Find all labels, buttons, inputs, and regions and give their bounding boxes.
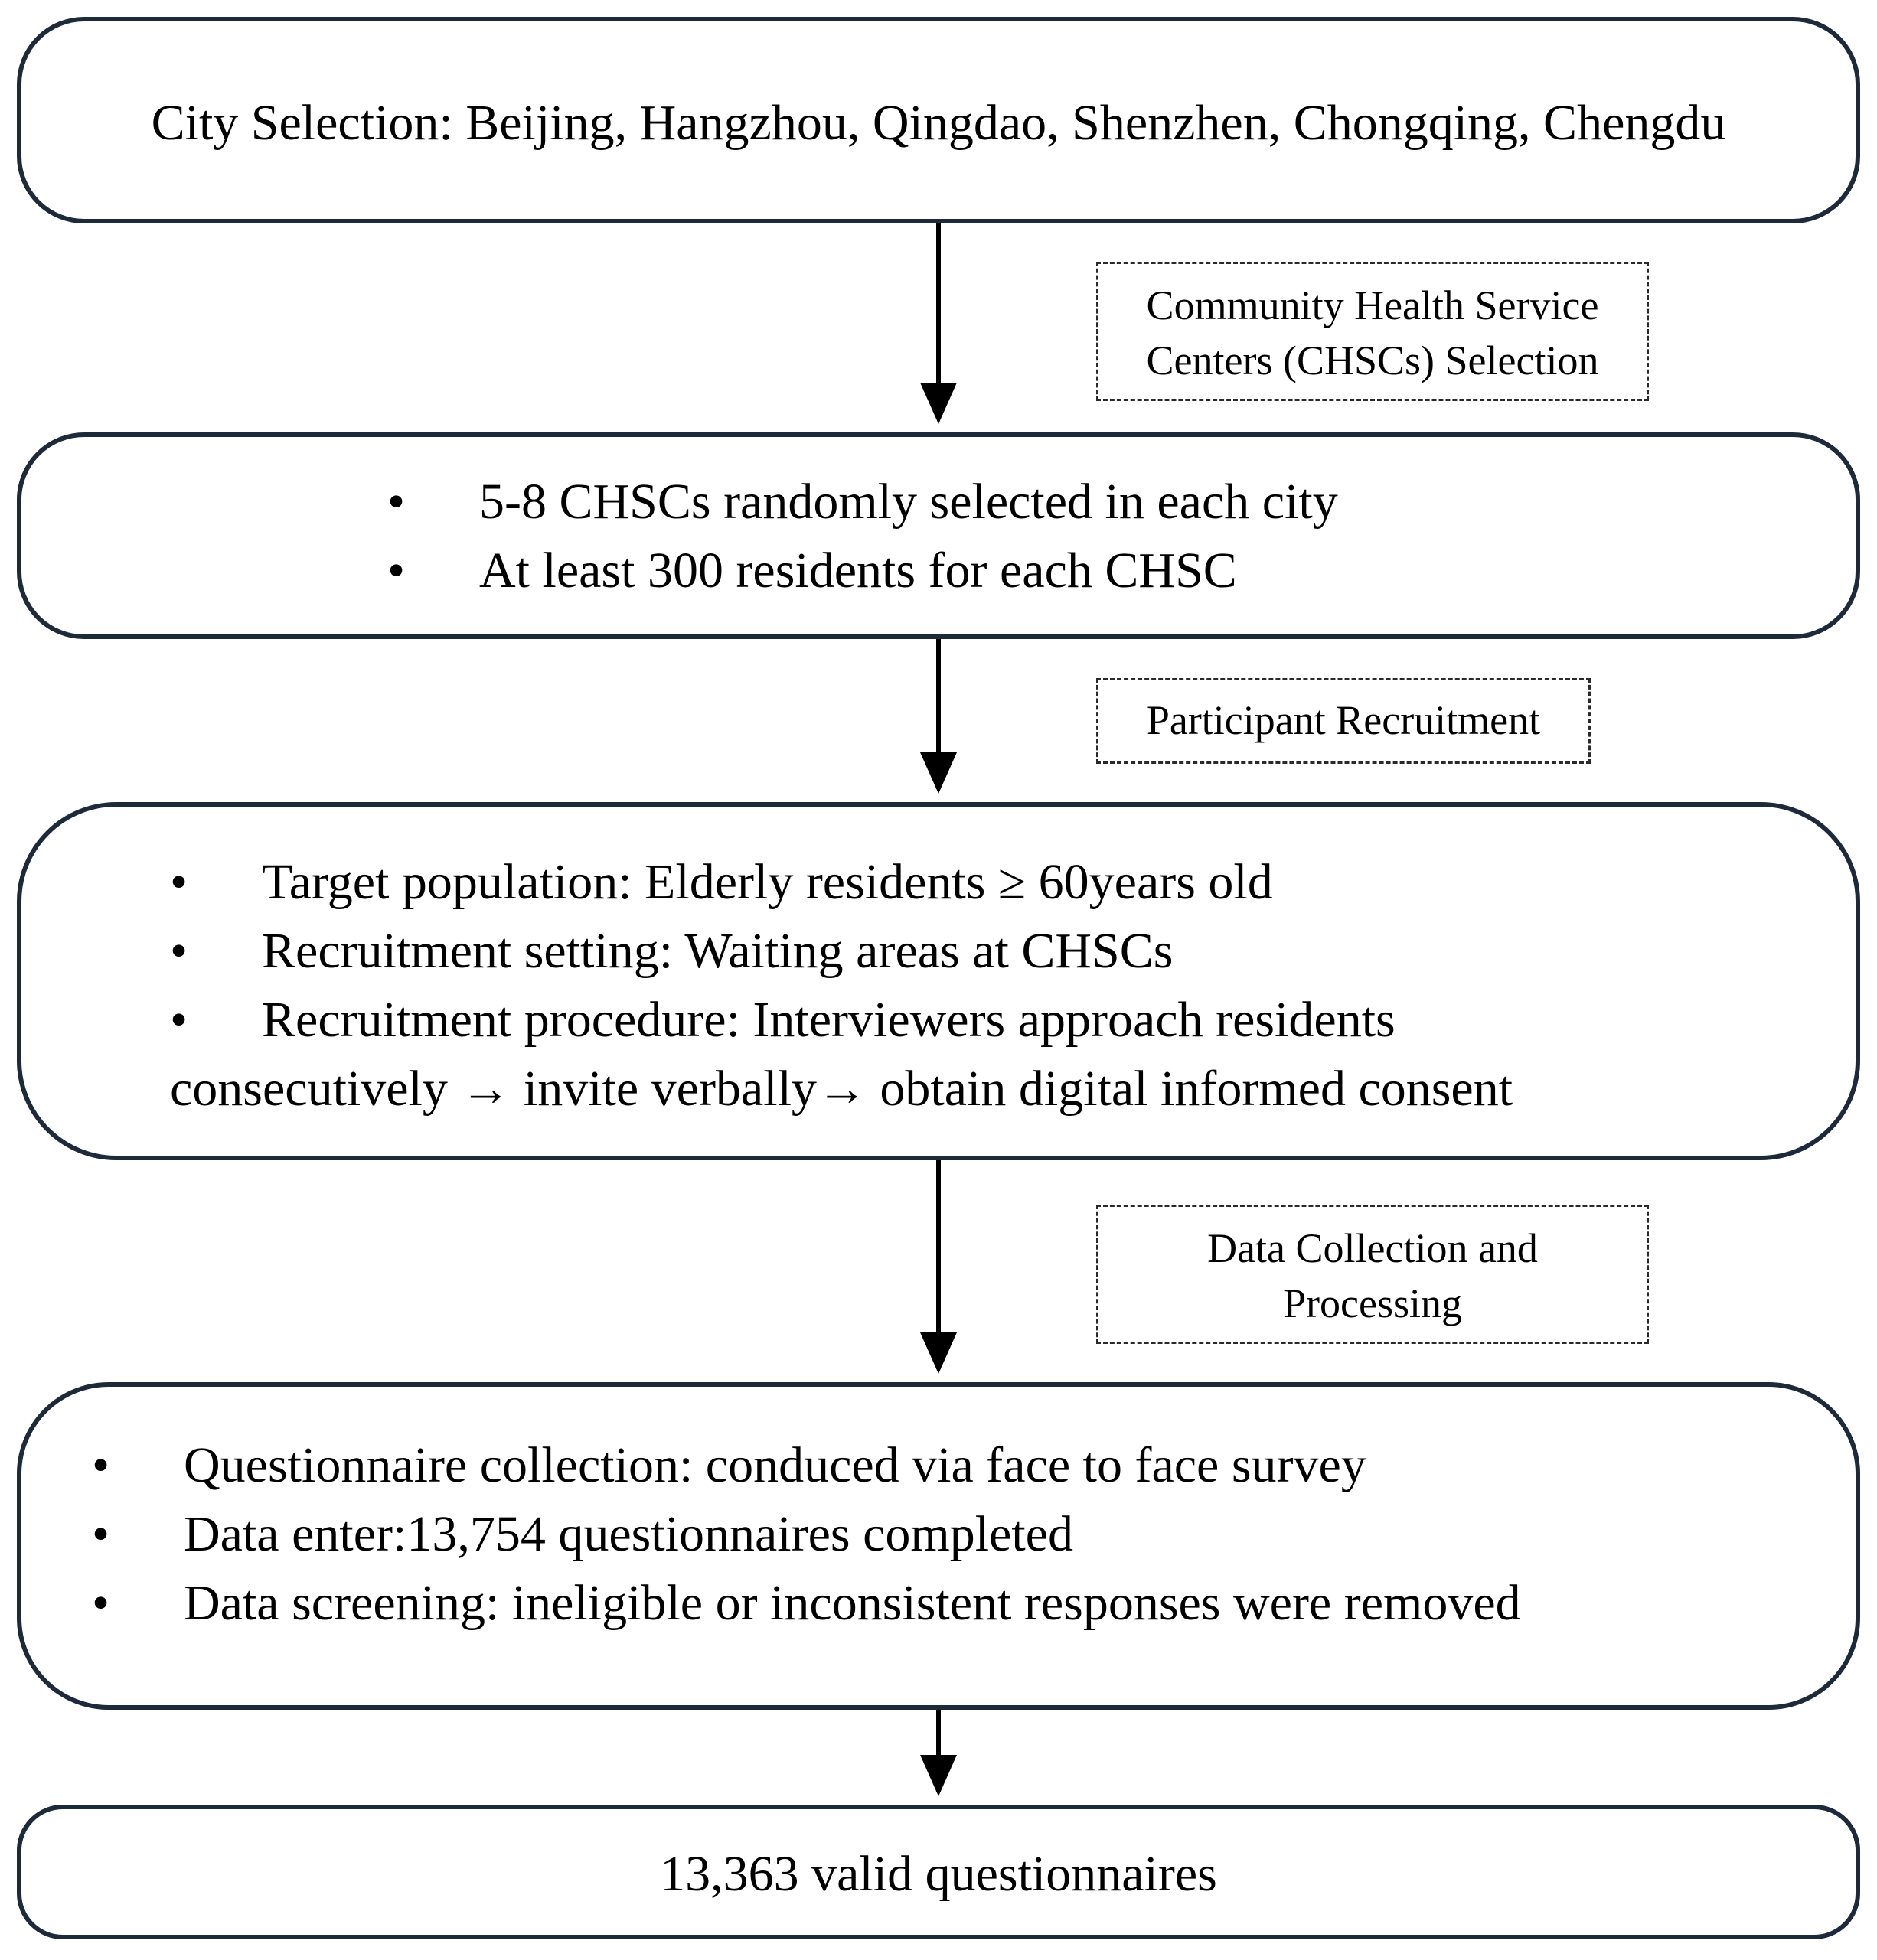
- chsc-selection-label-line-1: Community Health Service: [1146, 282, 1599, 328]
- participant-recruitment-label: Participant Recruitment: [1096, 678, 1591, 764]
- chsc-item-text: At least 300 residents for each CHSC: [479, 543, 1237, 598]
- bullet-icon: •: [92, 1506, 110, 1562]
- data-item-text: Questionnaire collection: conduced via f…: [184, 1437, 1366, 1493]
- chsc-item-text: 5-8 CHSCs randomly selected in each city: [479, 474, 1338, 530]
- chsc-selection-label-line-2: Centers (CHSCs) Selection: [1146, 338, 1599, 383]
- data-processing-box: • Questionnaire collection: conduced via…: [17, 1382, 1860, 1710]
- data-item-text: Data enter:13,754 questionnaires complet…: [184, 1506, 1073, 1562]
- data-collection-label-line-1: Data Collection and: [1207, 1225, 1538, 1271]
- city-selection-text: City Selection: Beijing, Hangzhou, Qingd…: [151, 95, 1726, 151]
- participant-recruitment-label-text: Participant Recruitment: [1146, 697, 1541, 743]
- recruitment-continuation-text: consecutively → invite verbally→ obtain …: [170, 1061, 1513, 1117]
- recruitment-item-text: Target population: Elderly residents ≥ 6…: [262, 854, 1273, 910]
- bullet-icon: •: [170, 854, 188, 910]
- bullet-icon: •: [170, 923, 188, 979]
- recruitment-box: • Target population: Elderly residents ≥…: [17, 802, 1860, 1160]
- city-selection-box: City Selection: Beijing, Hangzhou, Qingd…: [17, 17, 1860, 223]
- valid-questionnaires-box: 13,363 valid questionnaires: [17, 1805, 1860, 1939]
- chsc-box: • 5-8 CHSCs randomly selected in each ci…: [17, 432, 1860, 639]
- bullet-icon: •: [92, 1575, 110, 1631]
- valid-questionnaires-text: 13,363 valid questionnaires: [660, 1846, 1217, 1902]
- recruitment-item-text: Recruitment procedure: Interviewers appr…: [262, 992, 1396, 1048]
- chsc-selection-label: Community Health Service Centers (CHSCs)…: [1096, 262, 1649, 401]
- data-collection-label: Data Collection and Processing: [1096, 1205, 1649, 1344]
- bullet-icon: •: [170, 992, 188, 1048]
- bullet-icon: •: [387, 543, 406, 598]
- bullet-icon: •: [387, 474, 406, 530]
- data-item-text: Data screening: ineligible or inconsiste…: [184, 1575, 1521, 1631]
- bullet-icon: •: [92, 1437, 110, 1493]
- recruitment-item-text: Recruitment setting: Waiting areas at CH…: [262, 923, 1174, 979]
- data-collection-label-line-2: Processing: [1283, 1280, 1462, 1326]
